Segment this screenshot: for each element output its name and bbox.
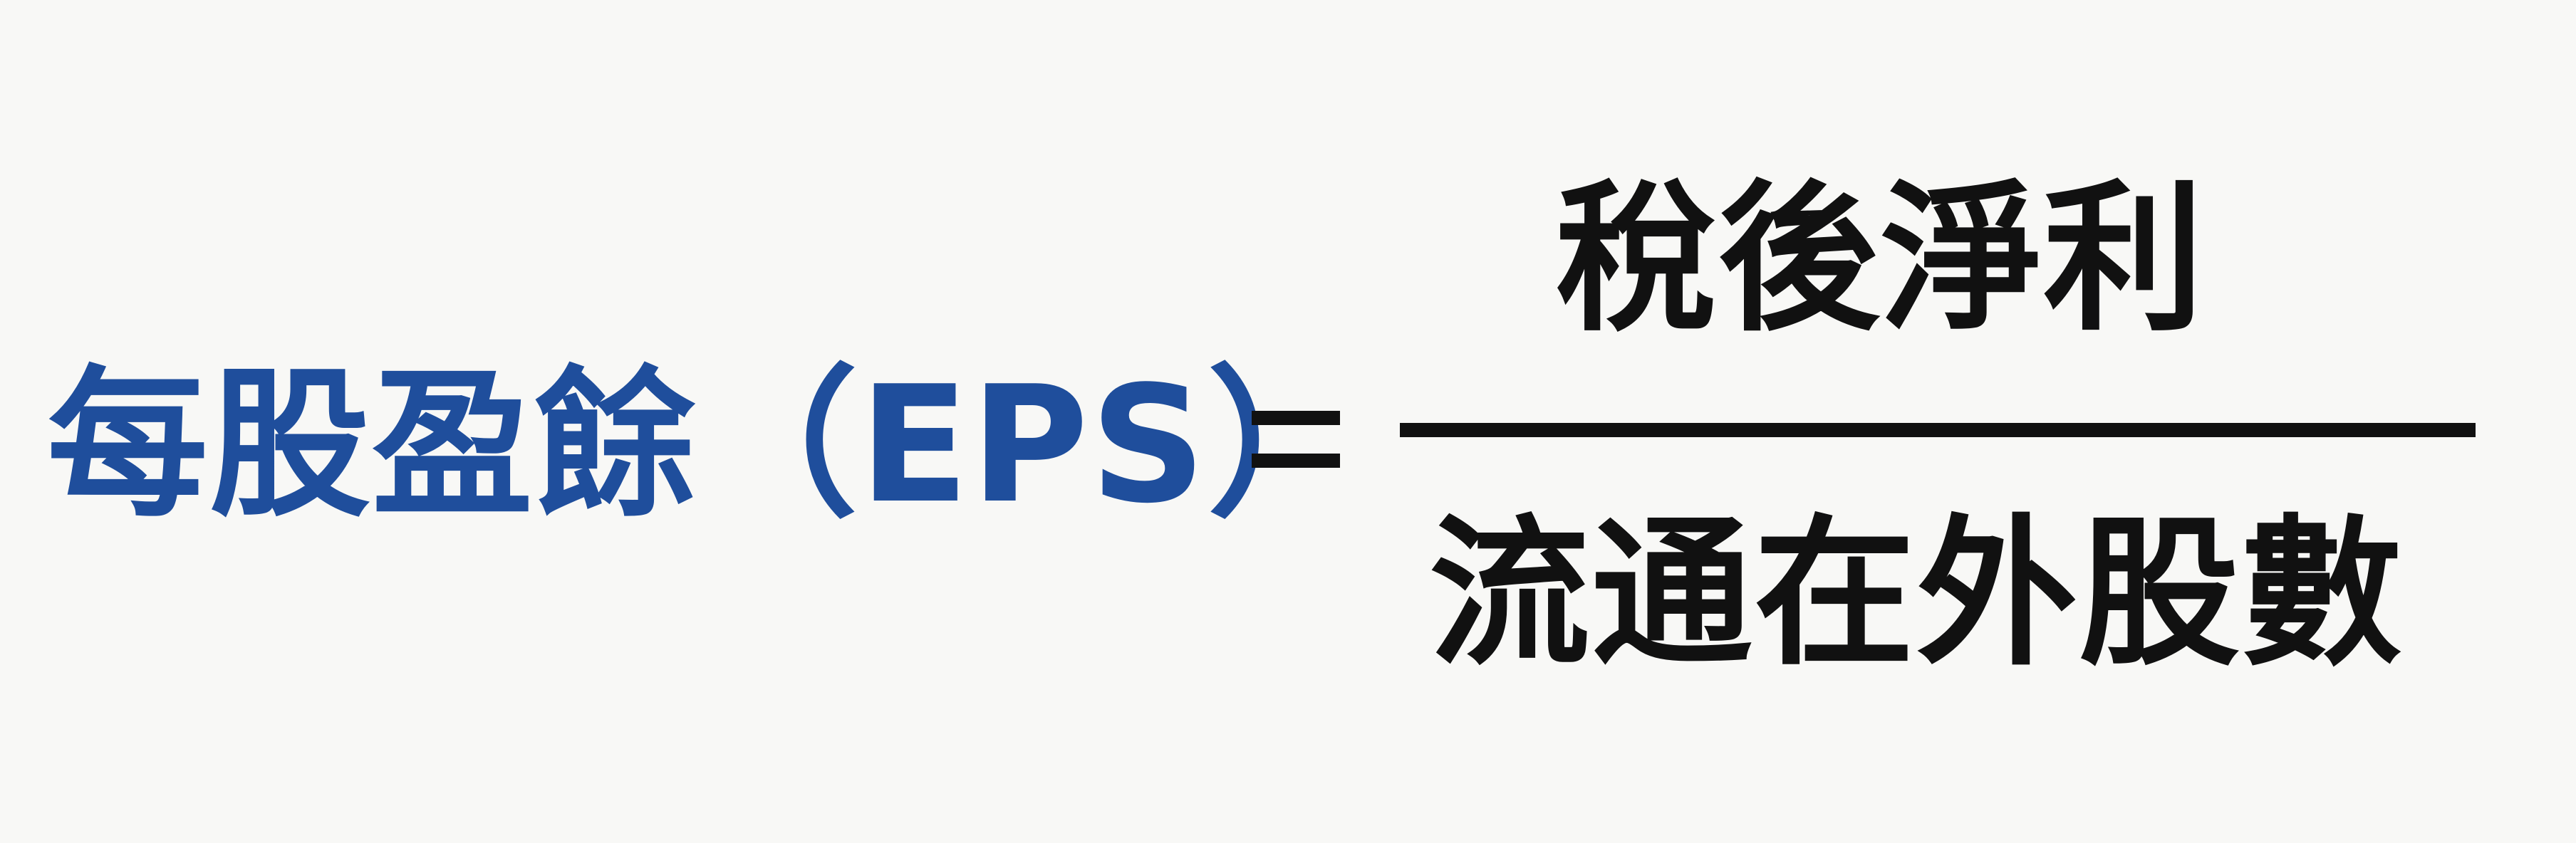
eps-label: 每股盈餘（EPS）: [47, 351, 1370, 539]
denominator-shares-outstanding: 流通在外股數: [1428, 501, 2404, 688]
fraction-bar: [1400, 423, 2476, 437]
equals-bar-top: [1252, 411, 1340, 425]
equals-sign: [1252, 411, 1340, 468]
equals-bar-bottom: [1252, 454, 1340, 468]
numerator-net-income: 稅後淨利: [1555, 166, 2206, 353]
